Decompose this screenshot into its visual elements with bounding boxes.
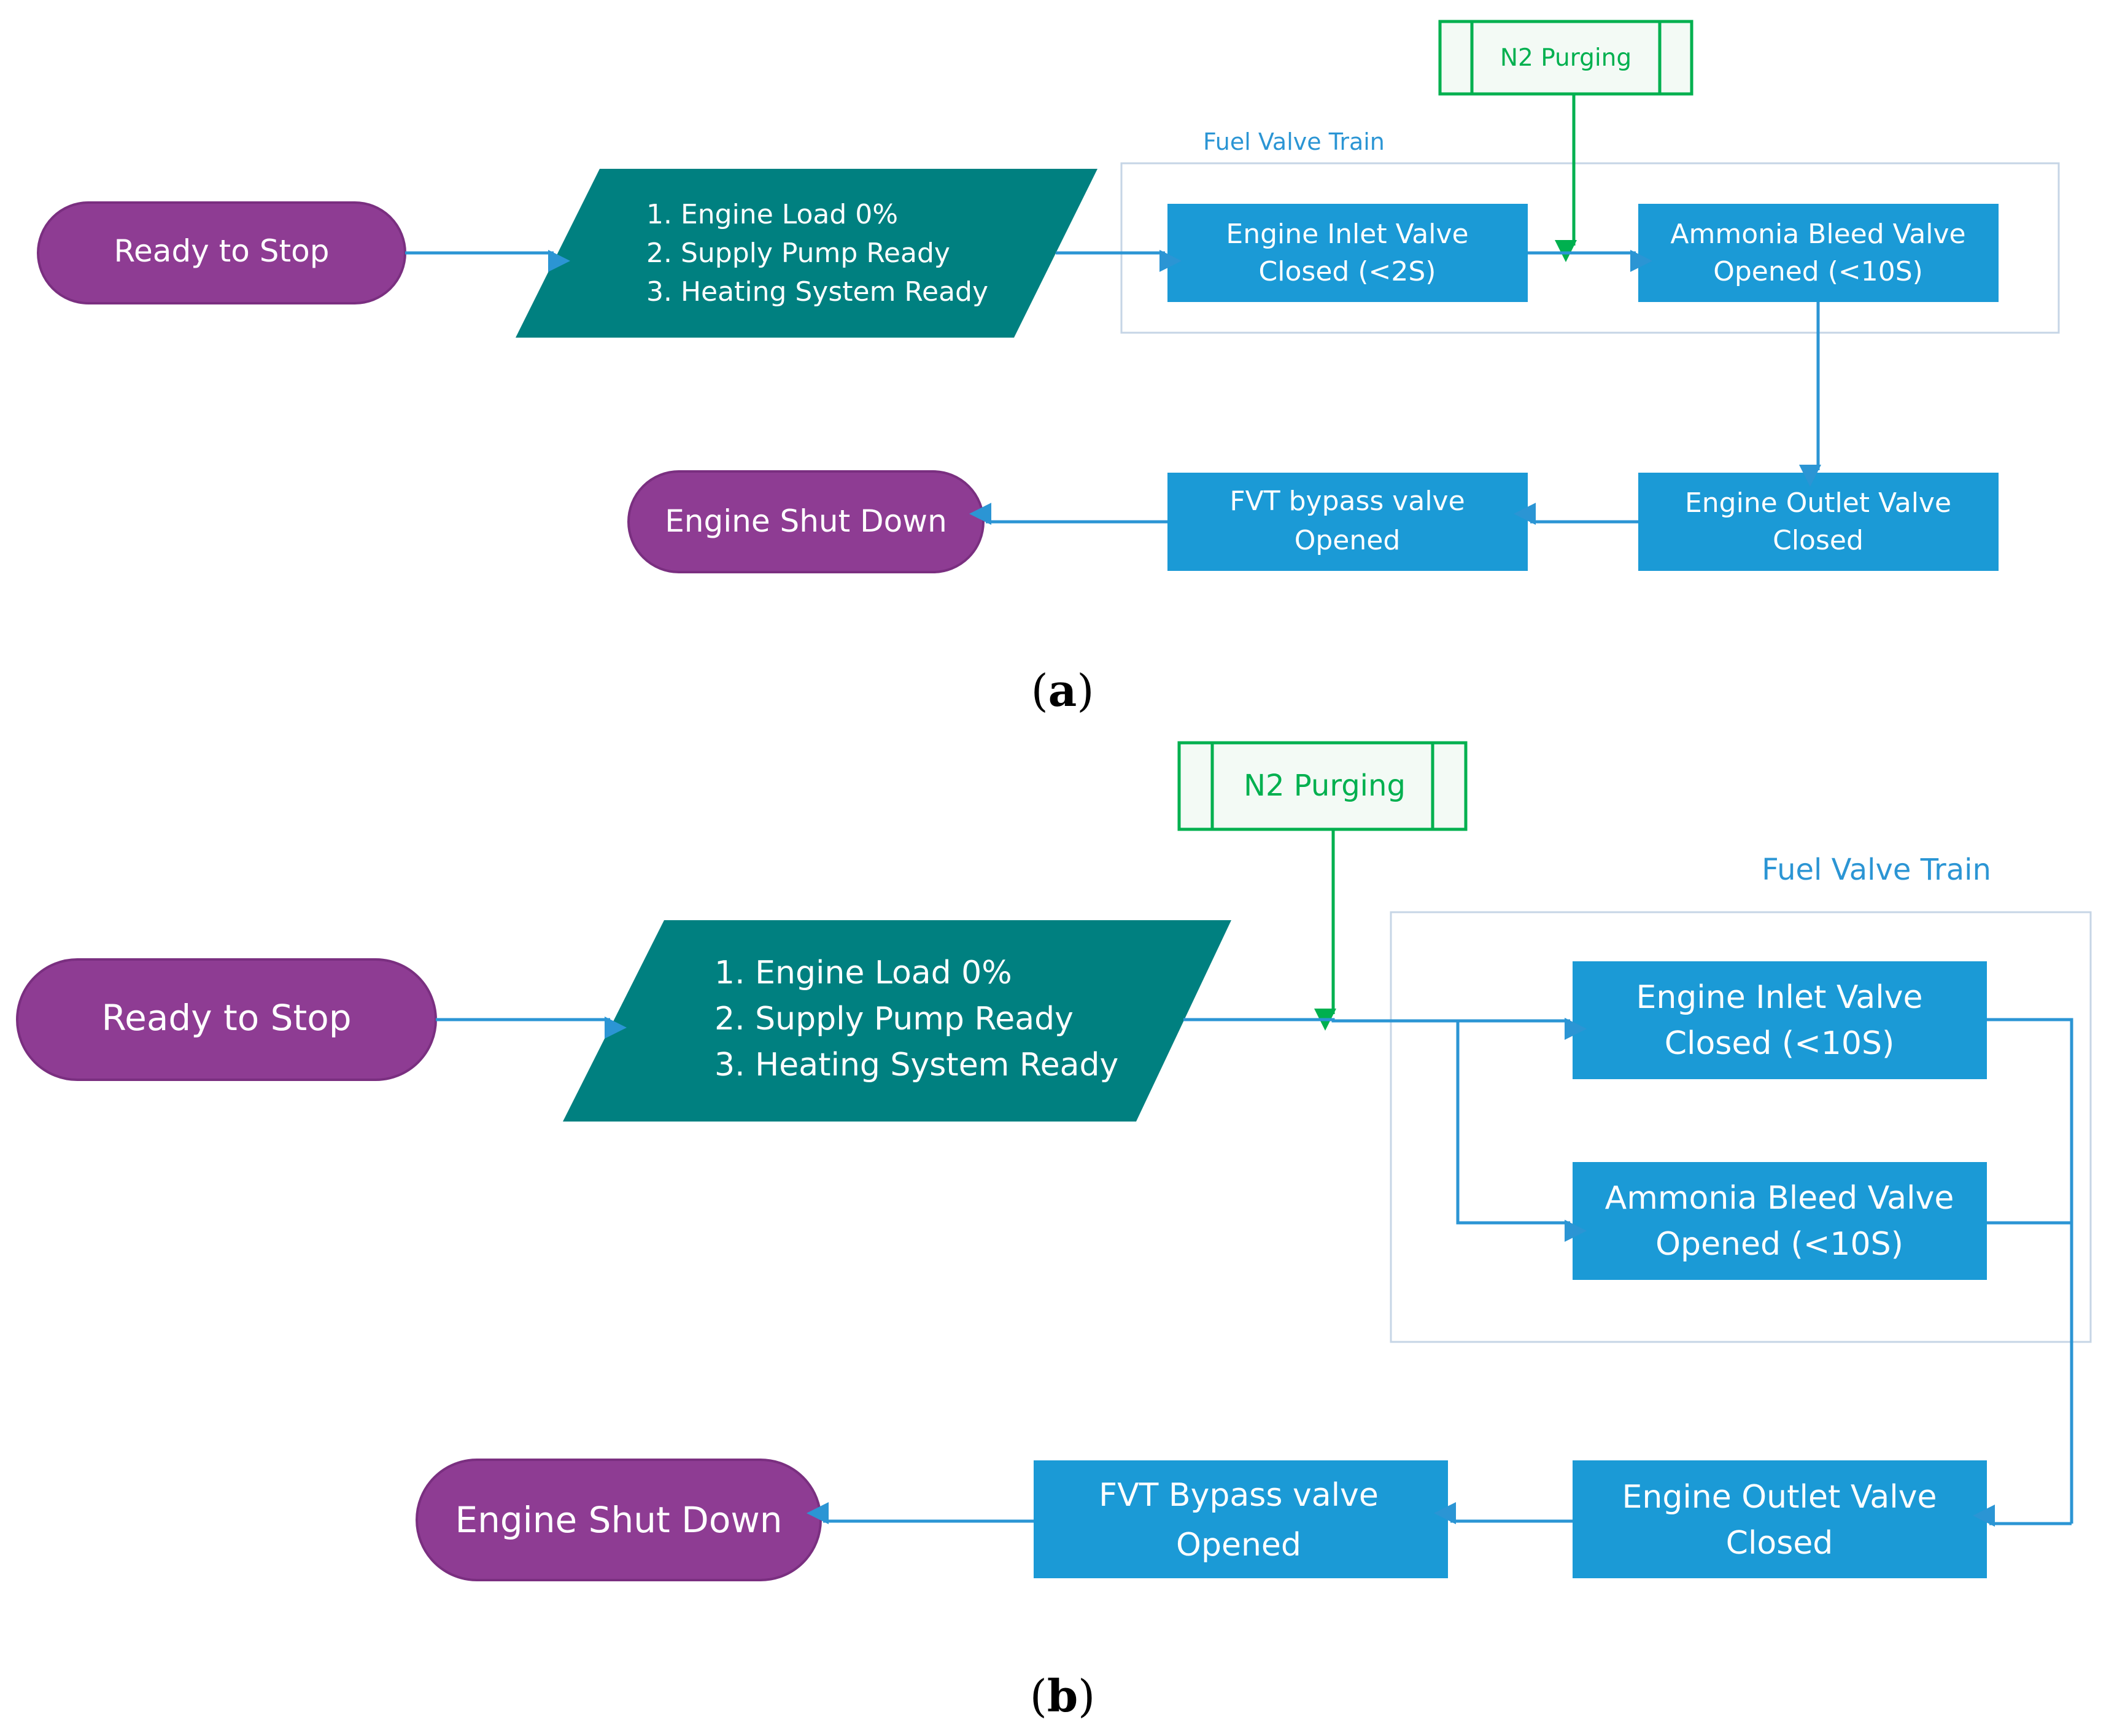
outlet-line-1-a: Engine Outlet Valve: [1685, 487, 1951, 519]
ammonia-bleed-valve-box-b: Ammonia Bleed Valve Opened (<10S): [1573, 1162, 1987, 1280]
ready-to-stop-terminal-a: Ready to Stop: [37, 201, 406, 304]
caption-b: (b): [1030, 1670, 1096, 1722]
condition-line-1-a: 1. Engine Load 0%: [646, 199, 898, 230]
condition-line-2-b: 2. Supply Pump Ready: [714, 1001, 1074, 1037]
bleed-line-1-a: Ammonia Bleed Valve: [1670, 219, 1965, 250]
inlet-line-1-a: Engine Inlet Valve: [1226, 219, 1468, 250]
engine-inlet-valve-box-a: Engine Inlet Valve Closed (<2S): [1167, 204, 1528, 302]
inlet-line-2-b: Closed (<10S): [1665, 1025, 1895, 1062]
condition-line-2-a: 2. Supply Pump Ready: [646, 238, 950, 269]
ammonia-bleed-valve-box-a: Ammonia Bleed Valve Opened (<10S): [1638, 204, 1999, 302]
n2-purging-label-a: N2 Purging: [1500, 44, 1631, 72]
engine-outlet-valve-box-b: Engine Outlet Valve Closed: [1573, 1460, 1987, 1578]
bleed-line-2-a: Opened (<10S): [1713, 256, 1923, 287]
outlet-line-1-b: Engine Outlet Valve: [1622, 1479, 1937, 1516]
bypass-line-2-a: Opened: [1295, 525, 1401, 556]
ready-to-stop-label-b: Ready to Stop: [101, 997, 351, 1039]
diagram-b: Fuel Valve Train N2 Purging Ready to Sto…: [16, 741, 2092, 1722]
caption-a: (a): [1031, 664, 1094, 716]
engine-shut-down-terminal-b: Engine Shut Down: [416, 1459, 822, 1581]
arrow-conditions-to-inlet-b: [1183, 1018, 1587, 1040]
n2-purging-box-b: N2 Purging: [1177, 741, 1468, 831]
engine-shut-down-label-a: Engine Shut Down: [665, 503, 947, 539]
diagram-a: Fuel Valve Train N2 Purging Ready to Sto…: [37, 20, 2060, 716]
n2-purging-box-a: N2 Purging: [1438, 20, 1693, 96]
arrow-branch-to-bleed-b: [1456, 1021, 1587, 1242]
inlet-line-2-a: Closed (<2S): [1259, 256, 1436, 287]
fuel-valve-train-label-b: Fuel Valve Train: [1762, 853, 1991, 887]
condition-line-1-b: 1. Engine Load 0%: [714, 955, 1012, 991]
bypass-line-2-b: Opened: [1176, 1527, 1301, 1564]
conditions-parallelogram-b: 1. Engine Load 0% 2. Supply Pump Ready 3…: [563, 920, 1231, 1122]
inlet-line-1-b: Engine Inlet Valve: [1636, 979, 1922, 1016]
bleed-line-2-b: Opened (<10S): [1655, 1226, 1903, 1263]
fuel-valve-train-label-a: Fuel Valve Train: [1203, 128, 1385, 155]
bleed-line-1-b: Ammonia Bleed Valve: [1605, 1180, 1954, 1217]
ready-to-stop-terminal-b: Ready to Stop: [16, 958, 437, 1081]
fvt-bypass-valve-box-a: FVT bypass valve Opened: [1167, 473, 1528, 571]
bypass-line-1-a: FVT bypass valve: [1229, 486, 1465, 517]
outlet-line-2-b: Closed: [1726, 1525, 1833, 1562]
line-inlet-to-merge-b: [1987, 1018, 2073, 1524]
engine-outlet-valve-box-a: Engine Outlet Valve Closed: [1638, 473, 1999, 571]
condition-line-3-b: 3. Heating System Ready: [714, 1047, 1118, 1083]
bypass-line-1-b: FVT Bypass valve: [1099, 1477, 1379, 1514]
ready-to-stop-label-a: Ready to Stop: [114, 233, 330, 269]
conditions-parallelogram-a: 1. Engine Load 0% 2. Supply Pump Ready 3…: [516, 169, 1097, 338]
condition-line-3-a: 3. Heating System Ready: [646, 276, 988, 308]
engine-inlet-valve-box-b: Engine Inlet Valve Closed (<10S): [1573, 961, 1987, 1079]
fvt-bypass-valve-box-b: FVT Bypass valve Opened: [1034, 1460, 1448, 1578]
outlet-line-2-a: Closed: [1773, 525, 1864, 556]
n2-purging-label-b: N2 Purging: [1244, 769, 1406, 803]
engine-shut-down-label-b: Engine Shut Down: [455, 1499, 782, 1541]
engine-shut-down-terminal-a: Engine Shut Down: [627, 470, 985, 573]
